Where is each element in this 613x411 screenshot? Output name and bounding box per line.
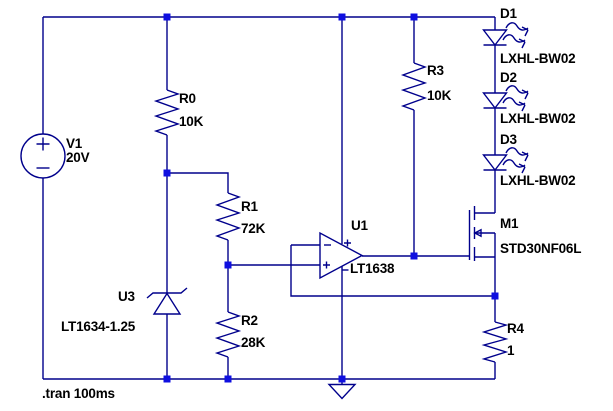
component-d3[interactable] (482, 147, 529, 174)
label-r0-value[interactable]: 10K (179, 114, 204, 129)
junction-dot (224, 261, 232, 269)
component-m1[interactable] (468, 206, 496, 261)
label-r3-name[interactable]: R3 (427, 63, 444, 78)
vplus-pin-marker (344, 239, 351, 247)
junction-dot (338, 13, 346, 21)
component-r2[interactable] (214, 311, 242, 358)
label-r2-name[interactable]: R2 (241, 313, 258, 328)
junction-dot (224, 375, 232, 383)
junction-dot (163, 169, 171, 177)
wire-refnode-to-r1[interactable] (167, 172, 229, 193)
junction-dot (410, 13, 418, 21)
mosfet-body-arrow (473, 228, 482, 238)
zener-anode-triangle (152, 292, 182, 315)
label-m1-name[interactable]: M1 (500, 216, 519, 231)
noninverting-input-marker (323, 261, 330, 269)
component-r1[interactable] (214, 192, 242, 241)
label-u1-name[interactable]: U1 (351, 218, 368, 233)
label-d1-name[interactable]: D1 (500, 6, 517, 21)
label-d3-value[interactable]: LXHL-BW02 (500, 173, 576, 188)
voltage-source-circle (20, 133, 66, 179)
junction-dot (410, 252, 418, 260)
component-r0[interactable] (153, 89, 181, 136)
opamp-triangle (319, 231, 364, 280)
label-r1-name[interactable]: R1 (241, 199, 258, 214)
label-u3-value[interactable]: LT1634-1.25 (61, 319, 136, 334)
label-d2-value[interactable]: LXHL-BW02 (500, 111, 576, 126)
label-r2-value[interactable]: 28K (241, 335, 266, 350)
junction-dot (338, 375, 346, 383)
wire-feedback-sense[interactable] (290, 245, 495, 297)
label-u3-name[interactable]: U3 (118, 289, 135, 304)
label-r3-value[interactable]: 10K (427, 88, 452, 103)
plus-marker (36, 137, 50, 151)
junction-dot (163, 375, 171, 383)
wires (42, 16, 496, 380)
label-r4-name[interactable]: R4 (507, 321, 524, 336)
junction-dot (163, 13, 171, 21)
label-r1-value[interactable]: 72K (241, 221, 266, 236)
label-u1-value[interactable]: LT1638 (350, 261, 395, 276)
component-u3[interactable] (146, 287, 188, 315)
label-v1-value[interactable]: 20V (66, 150, 90, 165)
label-d2-name[interactable]: D2 (500, 70, 517, 85)
component-v1[interactable] (20, 133, 66, 179)
junction-dot (491, 292, 499, 300)
label-m1-value[interactable]: STD30NF06L (500, 241, 582, 256)
label-d3-name[interactable]: D3 (500, 132, 517, 147)
junction-dots (163, 13, 499, 383)
component-u1[interactable] (319, 231, 364, 280)
label-d1-value[interactable]: LXHL-BW02 (500, 51, 576, 66)
label-r0-name[interactable]: R0 (179, 91, 196, 106)
component-d1[interactable] (482, 22, 529, 49)
component-r3[interactable] (400, 62, 428, 111)
component-r4[interactable] (481, 321, 509, 363)
label-r4-value[interactable]: 1 (507, 343, 515, 358)
spice-directive[interactable]: .tran 100ms (42, 386, 115, 401)
label-v1-name[interactable]: V1 (66, 136, 83, 151)
component-d2[interactable] (482, 85, 529, 112)
